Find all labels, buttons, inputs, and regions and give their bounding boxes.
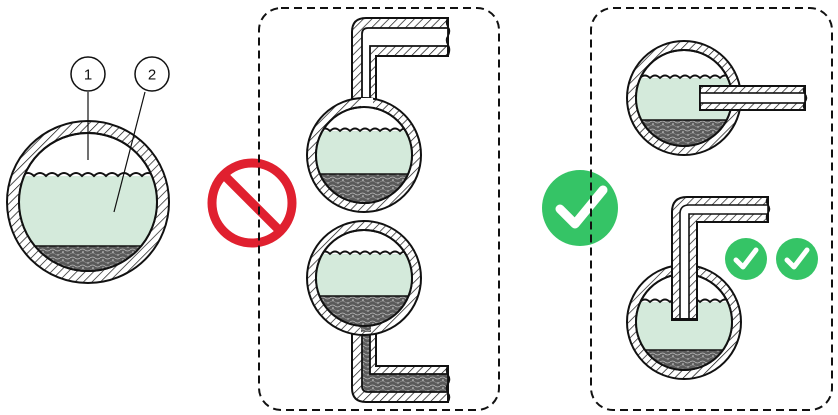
callout-2: 2 — [113, 56, 170, 213]
callout-2-label: 2 — [148, 67, 156, 84]
callout-1-label: 1 — [84, 67, 92, 84]
correct-dip-tube-sample-line — [626, 196, 771, 380]
incorrect-bottom-sample-line — [306, 220, 451, 403]
incorrect-installations-panel — [258, 7, 500, 411]
small-checkmark-icon — [776, 238, 818, 280]
incorrect-top-sample-line — [306, 17, 451, 213]
prohibited-icon — [207, 158, 297, 248]
pipe-cross-section: 1 2 — [6, 56, 170, 284]
correct-installations-panel — [590, 7, 833, 411]
correct-side-sample-line — [626, 40, 808, 156]
callout-1: 1 — [70, 56, 106, 160]
small-checkmark-icon — [725, 238, 767, 280]
liquid-surface — [19, 172, 157, 178]
checkmark-icon — [542, 170, 618, 246]
